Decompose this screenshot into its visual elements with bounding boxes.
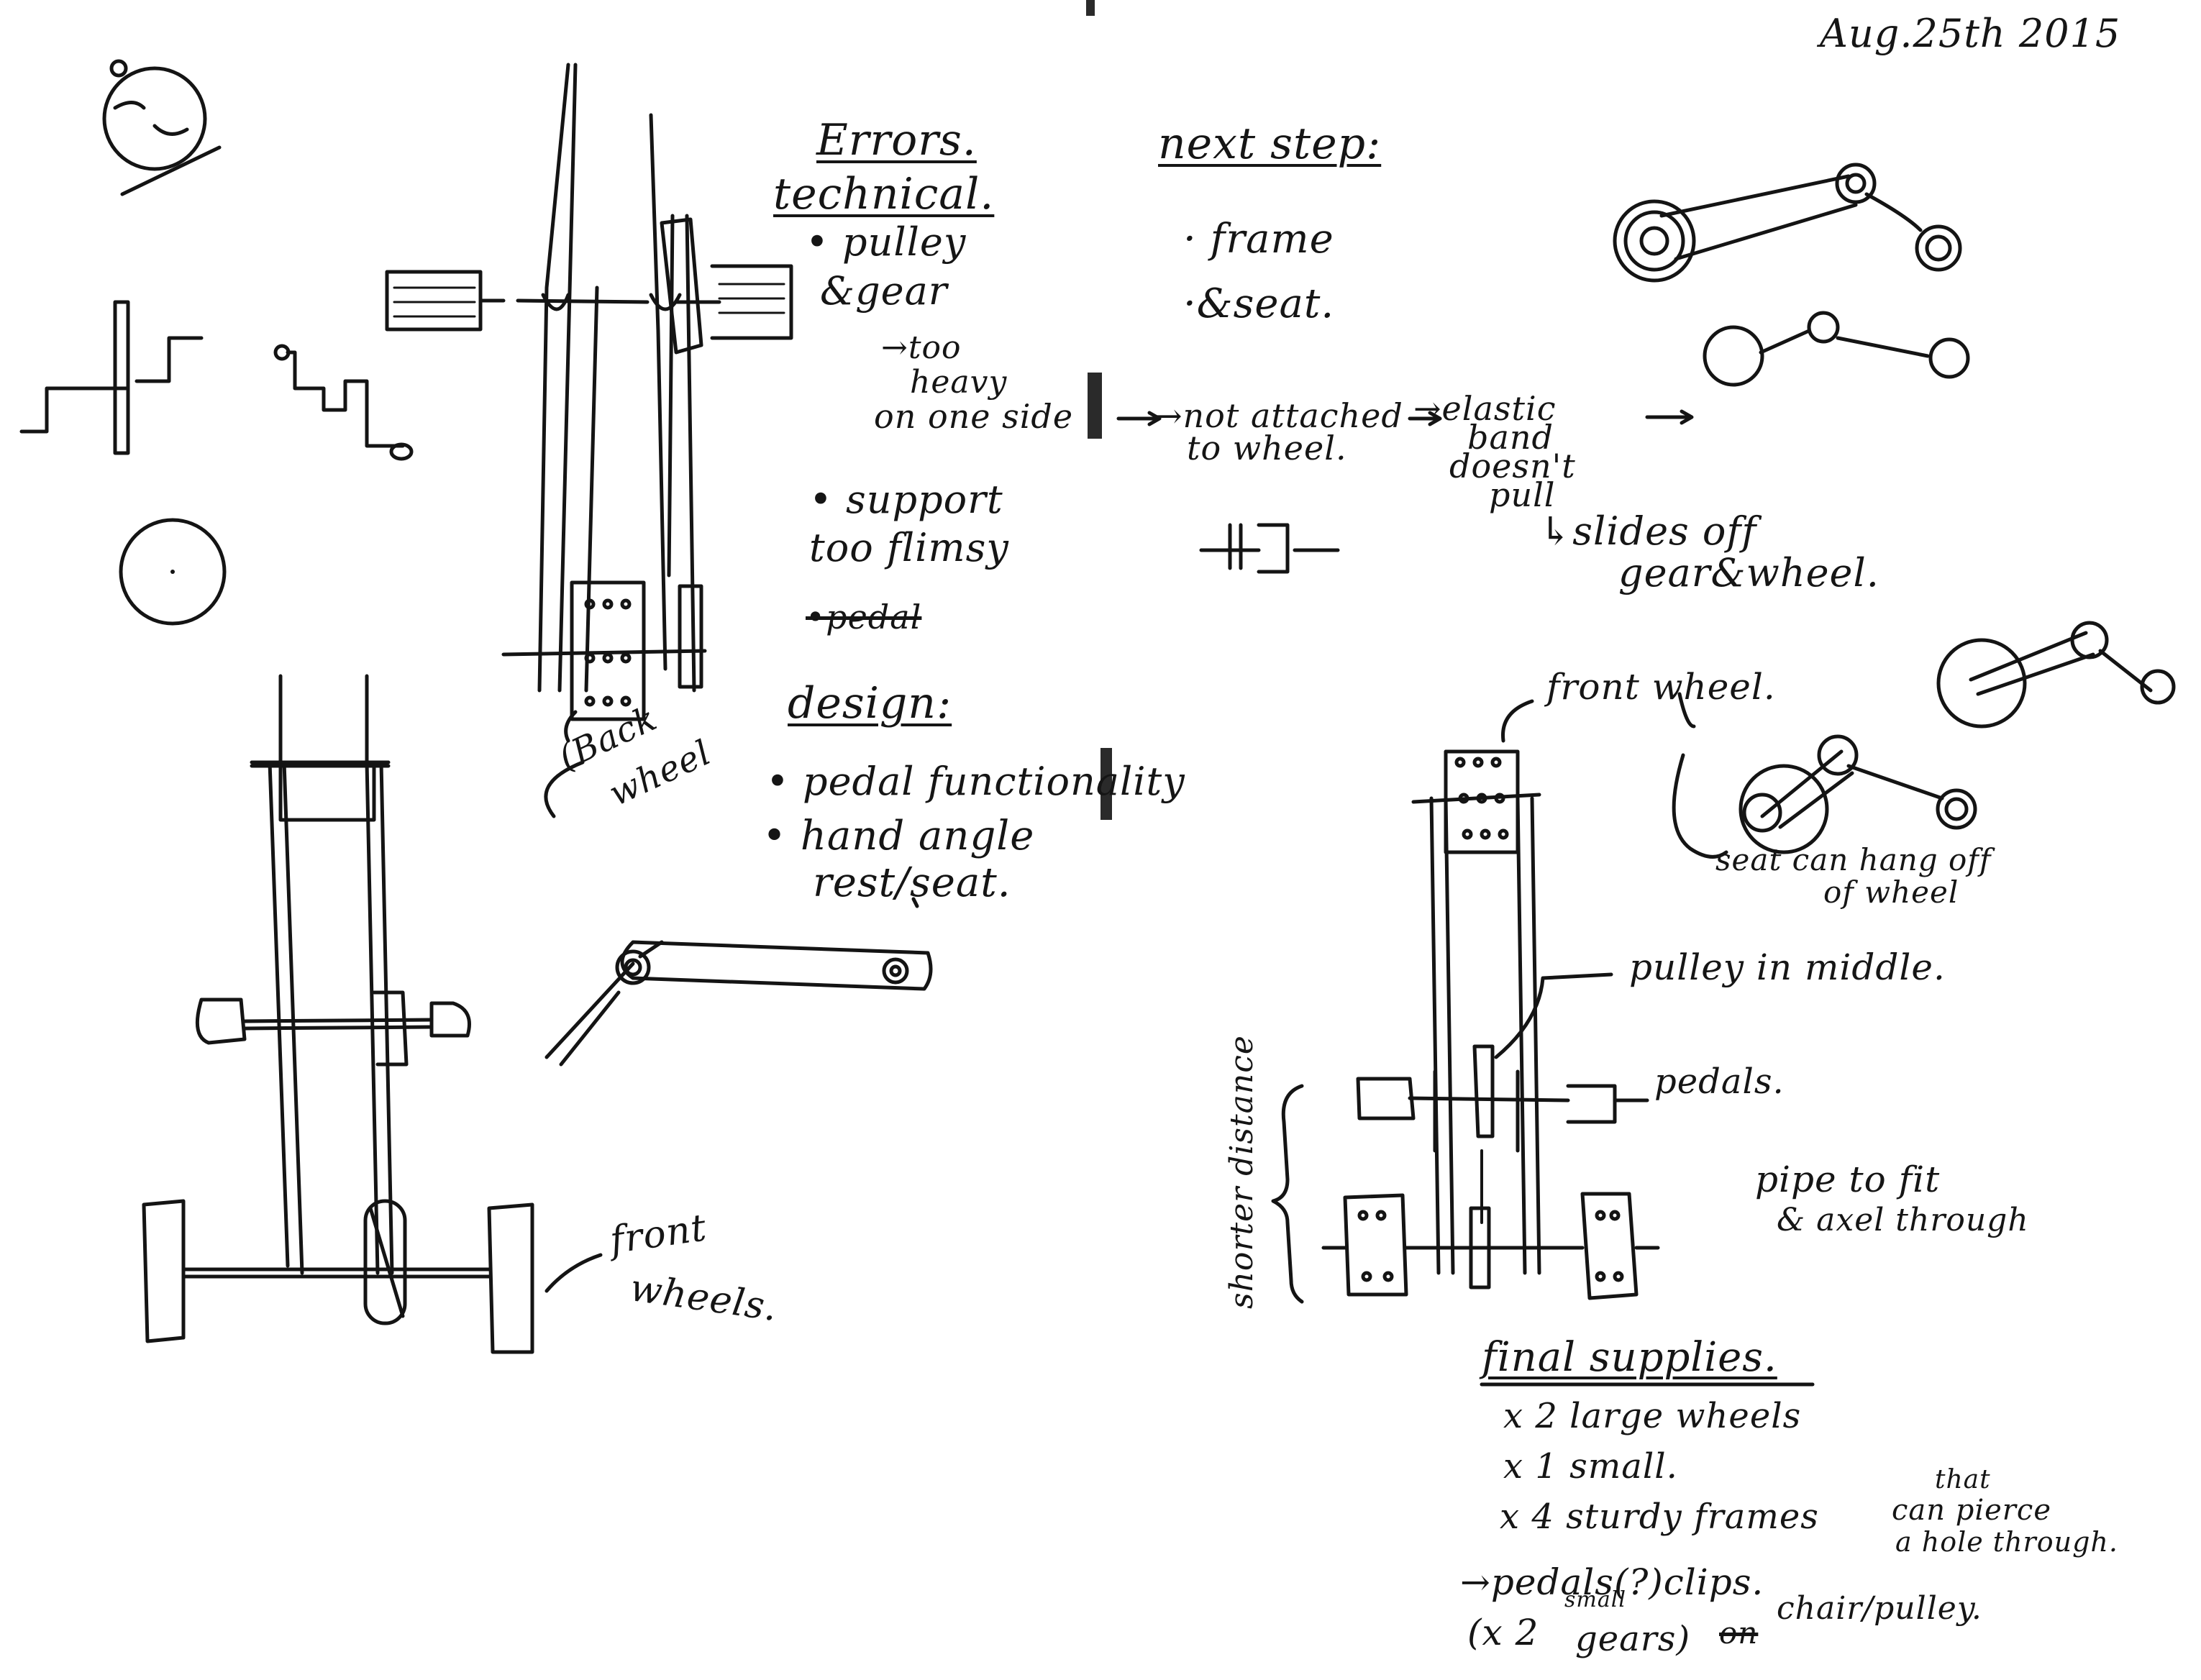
supply-that: that <box>1935 1465 1991 1494</box>
date-note: Aug.25th 2015 <box>1820 11 2121 56</box>
shorter-distance-label: shorter distance <box>1223 1035 1260 1309</box>
supply-x2: (x 2 <box>1467 1612 1539 1653</box>
pulley-middle-leader <box>1494 972 1613 1059</box>
gear-note: &gear <box>820 268 948 314</box>
gear-pedal-sketch <box>1936 621 2176 729</box>
slides-note-1: ↳slides off <box>1539 508 1757 554</box>
supply-large-wheels: x 2 large wheels <box>1503 1396 1802 1436</box>
errors-heading: Errors. <box>816 115 977 165</box>
hand-angle-bracket <box>911 897 919 908</box>
supply-gears: gears) <box>1575 1619 1691 1659</box>
support-note-2: too flimsy <box>809 525 1009 570</box>
supply-chair-pulley: chair/pulley. <box>1777 1590 1982 1627</box>
gear-linkage-sketch <box>1703 311 1970 387</box>
front-wheel-leader <box>1501 692 1696 743</box>
frame-note: · frame <box>1183 216 1334 262</box>
pipe-label-1: pipe to fit <box>1755 1159 1941 1200</box>
seat-hang-label-1: seat can hang off <box>1715 842 1992 877</box>
back-wheel-frame-sketch <box>385 63 793 743</box>
front-wheels-frame-sketch <box>142 674 534 1354</box>
front-wheel-label: front wheel. <box>1546 666 1776 708</box>
design-heading: design: <box>788 678 952 729</box>
rest-seat-note: rest/seat. <box>813 859 1011 906</box>
slides-note-2: gear&wheel. <box>1618 550 1879 595</box>
flow-arrows <box>1116 409 1694 426</box>
pedal-struck-note: •pedal <box>806 598 922 636</box>
elastic-note-1: →elastic <box>1413 389 1557 428</box>
technical-heading: technical. <box>773 169 995 219</box>
support-note-1: • support <box>809 477 1003 522</box>
pedals-label: pedals. <box>1654 1062 1785 1102</box>
scan-artifact-top <box>1086 0 1095 16</box>
crank-lever-sketch <box>544 940 933 1067</box>
elastic-note-4: pull <box>1489 475 1556 514</box>
supply-can-pierce: can pierce <box>1892 1494 2051 1527</box>
pulley-note: • pulley <box>806 219 967 265</box>
final-design-frame-sketch <box>1271 749 1660 1304</box>
front-wheels-bracket <box>544 1253 603 1293</box>
supply-pedals-clips: →pedals(?)clips. <box>1460 1561 1764 1603</box>
not-attached-note-1: →not attached <box>1154 396 1403 435</box>
pulley-in-middle-label: pulley in middle. <box>1629 946 1946 988</box>
supply-small-word: small <box>1564 1587 1626 1612</box>
too-heavy-note-1: →too <box>881 329 962 366</box>
circle-doodle-top-left <box>102 59 222 196</box>
wheel-circle-doodle <box>119 518 227 626</box>
elastic-note-2: band <box>1467 418 1554 457</box>
seat-hang-label-2: of wheel <box>1823 875 1959 910</box>
hand-angle-note: • hand angle <box>762 813 1035 859</box>
seat-note: ·&seat. <box>1183 280 1335 327</box>
back-wheel-bracket <box>544 760 585 818</box>
pedal-functionality-note: • pedal functionality <box>766 759 1185 804</box>
chain-and-gear-sketch <box>1613 163 1962 283</box>
supply-small: x 1 small. <box>1503 1446 1678 1487</box>
scan-artifact-mid <box>1088 373 1102 439</box>
supply-on-struck: on <box>1719 1615 1759 1651</box>
elastic-note-3: doesn't <box>1449 447 1576 485</box>
next-step-heading: next step: <box>1158 119 1382 169</box>
step-symbol-doodle <box>19 300 204 455</box>
not-attached-note-2: to wheel. <box>1187 429 1347 467</box>
stair-crank-doodle <box>273 344 414 461</box>
axle-symbol <box>1199 523 1340 574</box>
scan-artifact-low <box>1100 748 1112 820</box>
supply-sturdy-frames: x 4 sturdy frames <box>1500 1497 1819 1537</box>
too-heavy-note-2: heavy <box>910 364 1008 401</box>
final-supplies-heading: final supplies. <box>1482 1334 1777 1381</box>
too-heavy-note-3: on one side <box>874 397 1074 436</box>
pipe-label-2: & axel through <box>1777 1202 2029 1238</box>
seat-hang-sketch <box>1672 734 1977 859</box>
supply-hole-through: a hole through. <box>1895 1526 2118 1558</box>
